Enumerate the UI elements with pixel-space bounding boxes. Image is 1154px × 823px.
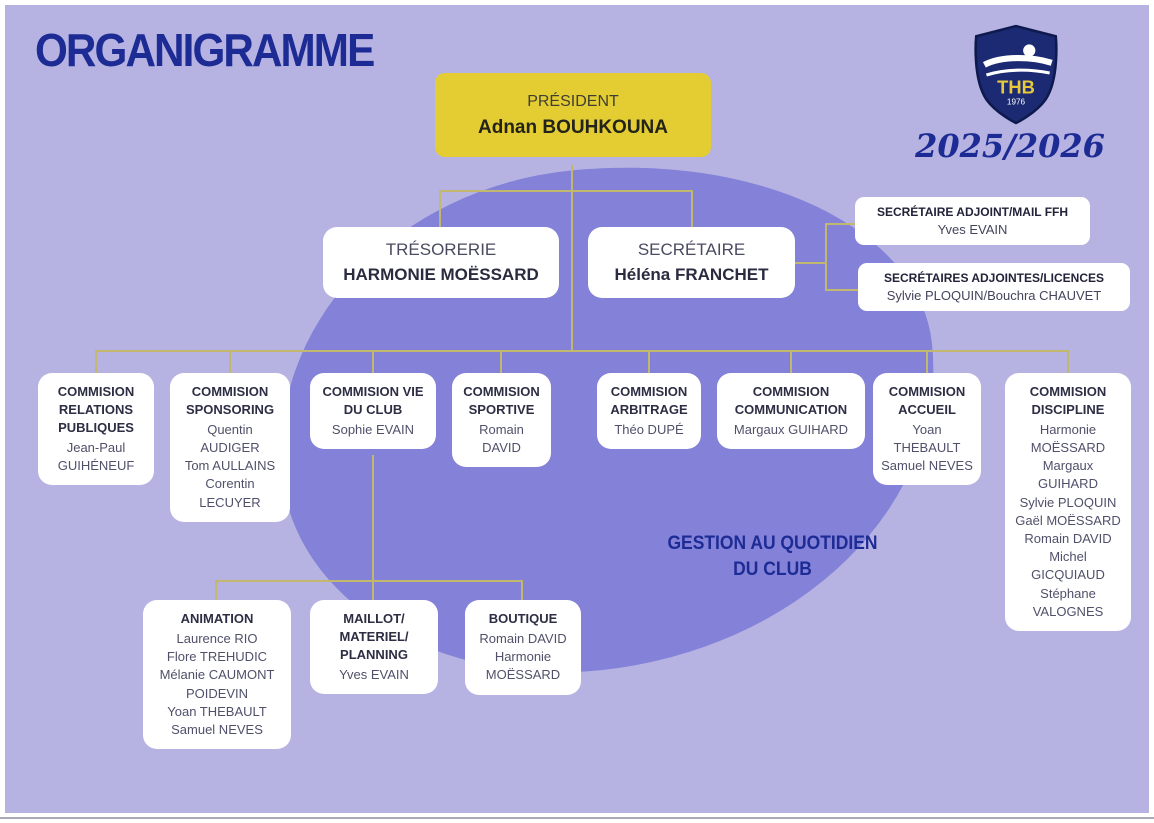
commission-title: COMMISION VIE DU CLUB xyxy=(322,384,424,417)
commission-box-vie-du-club: COMMISION VIE DU CLUB Sophie EVAIN xyxy=(310,373,436,450)
president-role: PRÉSIDENT xyxy=(527,93,619,110)
commission-title: COMMISION ARBITRAGE xyxy=(610,384,688,417)
crest-year: 1976 xyxy=(1007,98,1026,107)
commission-title: COMMISION ACCUEIL xyxy=(888,384,966,417)
crest-shield-icon: THB 1976 xyxy=(974,24,1058,125)
connector-line xyxy=(825,223,855,225)
connector-line xyxy=(926,350,928,373)
connector-line xyxy=(825,289,860,291)
commission-members: Théo DUPÉ xyxy=(614,421,684,437)
commission-box-relations-publiques: COMMISION RELATIONS PUBLIQUES Jean-Paul … xyxy=(38,373,154,486)
connector-line xyxy=(691,190,693,227)
connector-line xyxy=(1067,350,1069,373)
crest-initials: THB xyxy=(997,76,1035,97)
club-crest-logo: THB 1976 xyxy=(965,23,1067,125)
connector-line xyxy=(215,580,523,582)
connector-line xyxy=(95,350,97,373)
subcommission-title: ANIMATION xyxy=(180,611,254,626)
commission-box-arbitrage: COMMISION ARBITRAGE Théo DUPÉ xyxy=(597,373,701,450)
connector-line xyxy=(372,350,374,373)
commission-box-communication: COMMISION COMMUNICATION Margaux GUIHARD xyxy=(717,373,865,450)
commission-title: COMMISION COMMUNICATION xyxy=(734,384,848,417)
secretaire-name: Héléna FRANCHET xyxy=(614,265,769,284)
president-box: PRÉSIDENT Adnan BOUHKOUNA xyxy=(435,73,711,157)
commission-box-sportive: COMMISION SPORTIVE Romain DAVID xyxy=(452,373,551,468)
commission-title: COMMISION RELATIONS PUBLIQUES xyxy=(57,384,135,435)
secretaire-role: SECRÉTAIRE xyxy=(637,240,746,259)
commission-title: COMMISION DISCIPLINE xyxy=(1029,384,1107,417)
adjoint-licences-box: SECRÉTAIRES ADJOINTES/LICENCES Sylvie PL… xyxy=(858,263,1130,311)
tresorerie-name: HARMONIE MOËSSARD xyxy=(343,265,539,284)
connector-line xyxy=(790,350,792,373)
connector-line xyxy=(439,190,441,227)
commission-title: COMMISION SPORTIVE xyxy=(463,384,540,417)
connector-line xyxy=(439,190,693,192)
connector-line xyxy=(372,455,374,600)
adjoint-members: Yves EVAIN xyxy=(937,222,1008,237)
connector-line xyxy=(229,350,231,373)
connector-line xyxy=(795,262,825,264)
subcommission-members: Yves EVAIN xyxy=(339,666,409,682)
commission-members: Jean-Paul GUIHÉNEUF xyxy=(57,439,135,473)
connector-line xyxy=(521,580,523,600)
connector-line xyxy=(95,350,1069,352)
commission-members: Margaux GUIHARD xyxy=(733,421,849,437)
subcommission-title: MAILLOT/ MATERIEL/ PLANNING xyxy=(339,611,409,662)
connector-line xyxy=(215,580,217,600)
adjoint-title: SECRÉTAIRES ADJOINTES/LICENCES xyxy=(883,271,1105,285)
commission-members: Sophie EVAIN xyxy=(331,421,415,437)
subcommission-box-maillot-materiel-planning: MAILLOT/ MATERIEL/ PLANNING Yves EVAIN xyxy=(310,600,438,694)
tresorerie-box: TRÉSORERIE HARMONIE MOËSSARD xyxy=(323,227,559,298)
page-title: ORGANIGRAMME xyxy=(35,25,375,77)
tresorerie-role: TRÉSORERIE xyxy=(385,240,497,259)
connector-line xyxy=(500,350,502,373)
president-name: Adnan BOUHKOUNA xyxy=(478,117,668,138)
season-label: 2025/2026 xyxy=(915,127,1105,165)
commission-members: Romain DAVID xyxy=(479,421,524,456)
connector-line xyxy=(825,223,827,291)
poster-canvas: ORGANIGRAMME THB 1976 2025/2026 PRÉSIDEN… xyxy=(5,5,1149,813)
connector-line xyxy=(648,350,650,373)
connector-line xyxy=(571,165,573,350)
commission-title: COMMISION SPONSORING xyxy=(185,384,275,417)
bottom-divider xyxy=(0,817,1154,819)
subcommission-title: BOUTIQUE xyxy=(488,611,558,626)
secretaire-box: SECRÉTAIRE Héléna FRANCHET xyxy=(588,227,795,298)
adjoint-mail-ffh-box: SECRÉTAIRE ADJOINT/MAIL FFH Yves EVAIN xyxy=(855,197,1090,245)
adjoint-members: Sylvie PLOQUIN/Bouchra CHAUVET xyxy=(886,288,1102,303)
adjoint-title: SECRÉTAIRE ADJOINT/MAIL FFH xyxy=(876,205,1069,219)
